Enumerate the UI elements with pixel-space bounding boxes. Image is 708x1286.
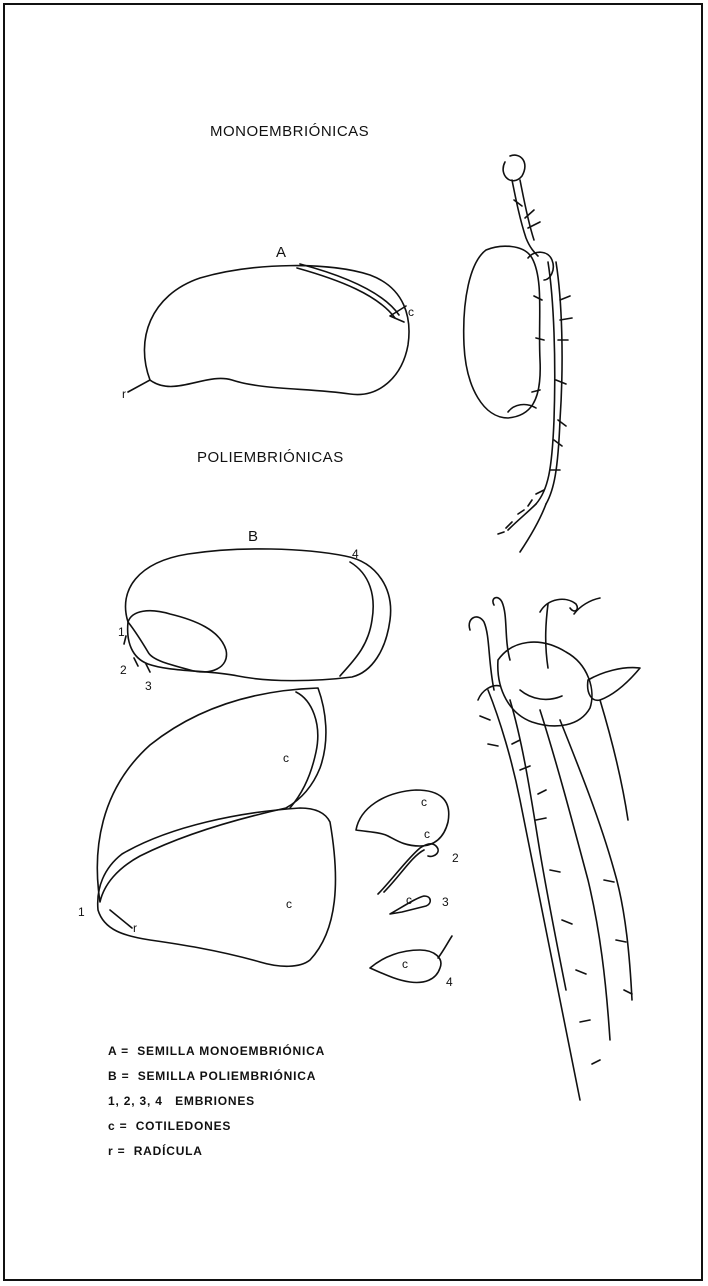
legend-text: EMBRIONES xyxy=(175,1094,255,1108)
legend-key: r = xyxy=(108,1144,125,1158)
split-upper-cotyledon-label: c xyxy=(283,751,289,765)
legend-text: SEMILLA MONOEMBRIÓNICA xyxy=(137,1044,325,1058)
seed-b-embryo-3: 3 xyxy=(145,679,152,693)
embryo-3-number: 3 xyxy=(442,895,449,909)
legend-item-a: A = SEMILLA MONOEMBRIÓNICA xyxy=(108,1044,325,1058)
legend-key: c = xyxy=(108,1119,127,1133)
split-radicle-label: r xyxy=(133,921,137,935)
split-lower-cotyledon-label: c xyxy=(286,897,292,911)
legend-text: RADÍCULA xyxy=(134,1144,203,1158)
title-monoembryonic: MONOEMBRIÓNICAS xyxy=(210,123,369,140)
seed-b-embryo-2: 2 xyxy=(120,663,127,677)
embryo-4-cotyledon-label: c xyxy=(402,957,408,971)
legend-key: 1, 2, 3, 4 xyxy=(108,1094,163,1108)
seedling-a-drawing xyxy=(464,155,572,552)
seed-a-letter: A xyxy=(276,244,286,261)
seed-a-outline xyxy=(128,264,409,395)
seed-b-letter: B xyxy=(248,528,258,545)
legend-item-r: r = RADÍCULA xyxy=(108,1144,203,1158)
seed-b-outline xyxy=(124,549,391,681)
embryo-3-cotyledon-label: c xyxy=(406,893,412,907)
legend-text: SEMILLA POLIEMBRIÓNICA xyxy=(138,1069,317,1083)
legend-item-b: B = SEMILLA POLIEMBRIÓNICA xyxy=(108,1069,316,1083)
seed-a-cotyledon-label: c xyxy=(408,305,414,319)
legend-text: COTILEDONES xyxy=(136,1119,231,1133)
embryo-2-drawing xyxy=(356,790,449,894)
legend-item-c: c = COTILEDONES xyxy=(108,1119,231,1133)
legend-key: A = xyxy=(108,1044,129,1058)
seed-b-embryo-1: 1 xyxy=(118,625,125,639)
seed-a-radicle-label: r xyxy=(122,387,126,401)
embryo-2-cotyledon-label: c xyxy=(421,795,427,809)
title-polyembryonic: POLIEMBRIÓNICAS xyxy=(197,449,344,466)
seed-b-embryo-4: 4 xyxy=(352,547,359,561)
legend-item-embryos: 1, 2, 3, 4 EMBRIONES xyxy=(108,1094,255,1108)
embryo-4-number: 4 xyxy=(446,975,453,989)
legend-key: B = xyxy=(108,1069,129,1083)
embryo-4-drawing xyxy=(370,936,452,982)
embryo-2-inner-cotyledon-label: c xyxy=(424,827,430,841)
embryo-2-number: 2 xyxy=(452,851,459,865)
split-embryo-1: 1 xyxy=(78,905,85,919)
seedling-b-drawing xyxy=(469,598,640,1100)
